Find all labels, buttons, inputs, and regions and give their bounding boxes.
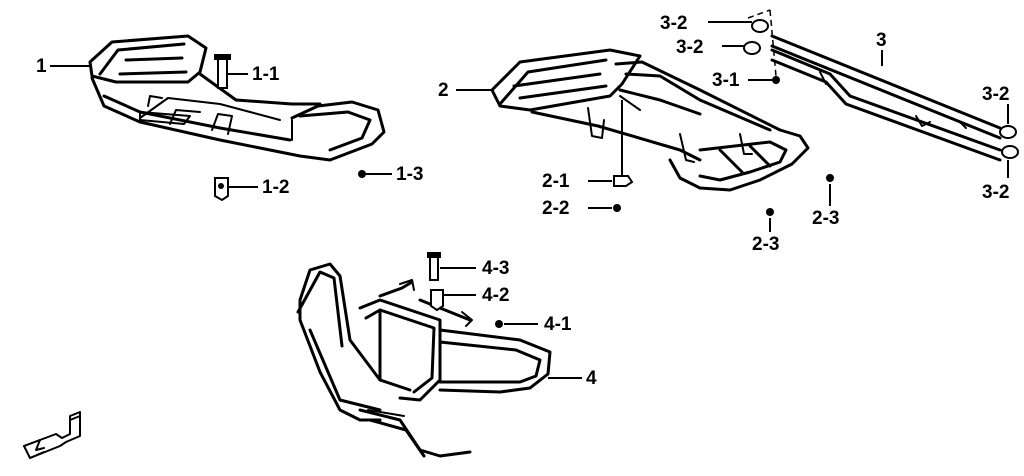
bushing-3-2-right-top — [999, 125, 1017, 139]
label-part-1-1: 1-1 — [252, 64, 280, 85]
label-part-4-1: 4-1 — [544, 314, 572, 335]
rear-rack-part-2 — [490, 48, 810, 192]
nut-2-3-right — [826, 174, 834, 182]
bushing-3-2-mid — [743, 41, 761, 55]
label-part-1-3: 1-3 — [396, 164, 423, 185]
label-part-2-3-left: 2-3 — [752, 234, 779, 255]
bushing-3-2-right-bottom — [1001, 145, 1019, 159]
bolt-4-3 — [427, 252, 441, 281]
label-part-3-1: 3-1 — [712, 70, 740, 91]
bolt-1-1 — [214, 54, 231, 89]
front-guard-part-4 — [296, 262, 552, 458]
label-part-4-3: 4-3 — [482, 258, 509, 279]
label-part-4-2: 4-2 — [482, 285, 509, 306]
bushing-3-2-top — [751, 19, 769, 33]
label-part-4: 4 — [586, 368, 597, 389]
label-part-2-3-right: 2-3 — [812, 208, 839, 229]
front-rack-part-1 — [88, 34, 386, 162]
label-part-2-2: 2-2 — [542, 198, 569, 219]
label-part-1: 1 — [36, 56, 47, 77]
label-part-2: 2 — [438, 80, 449, 101]
label-part-3-2-right-top: 3-2 — [982, 84, 1009, 105]
label-part-2-1: 2-1 — [542, 171, 570, 192]
bracket-2-1 — [613, 175, 634, 187]
label-part-3-2-top: 3-2 — [660, 13, 687, 34]
nut-2-2 — [613, 204, 621, 212]
nut-3-1 — [772, 76, 780, 84]
nut-4-1 — [495, 320, 503, 328]
bracket-1-2 — [214, 177, 229, 202]
mounting-bar-part-3 — [770, 34, 1002, 162]
label-part-1-2: 1-2 — [262, 177, 289, 198]
bracket-4-2 — [430, 289, 444, 312]
label-part-3-2-mid: 3-2 — [676, 37, 703, 58]
label-part-3: 3 — [876, 30, 887, 51]
nut-1-3 — [358, 170, 366, 178]
label-part-3-2-right-bottom: 3-2 — [982, 182, 1009, 203]
front-direction-arrow-icon — [23, 411, 81, 459]
nut-2-3-left — [766, 208, 774, 216]
